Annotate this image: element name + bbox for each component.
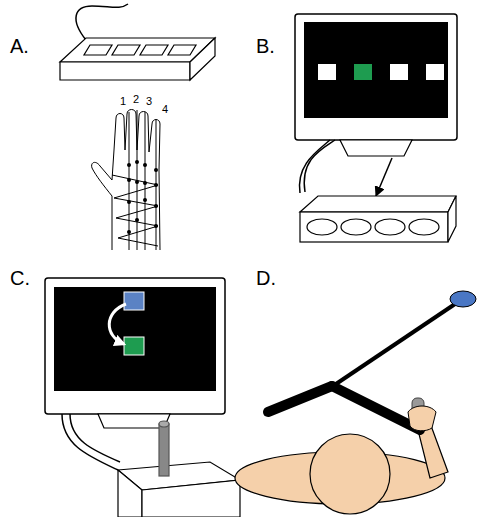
monitor-c bbox=[45, 278, 225, 470]
target-square bbox=[426, 64, 444, 80]
monitor-stand bbox=[340, 140, 412, 156]
target-square bbox=[390, 64, 408, 80]
keypad-side bbox=[190, 38, 215, 80]
key bbox=[409, 219, 439, 235]
joystick-stick bbox=[159, 424, 169, 476]
hand-outline bbox=[92, 110, 160, 251]
panel-label: B. bbox=[256, 36, 275, 56]
key bbox=[307, 219, 337, 235]
target-square bbox=[318, 64, 336, 80]
keypad-front bbox=[300, 212, 448, 242]
movement-arrow bbox=[109, 304, 126, 344]
monitor-frame bbox=[295, 14, 457, 140]
keypad-b bbox=[300, 196, 456, 242]
monitor-frame bbox=[45, 278, 225, 414]
key bbox=[375, 219, 405, 235]
head bbox=[310, 434, 390, 514]
start-square-blue bbox=[124, 292, 144, 310]
keypad-front bbox=[60, 62, 190, 80]
keypad-side bbox=[448, 196, 456, 242]
cable bbox=[76, 6, 92, 40]
screen bbox=[304, 22, 448, 118]
monitor-b bbox=[295, 14, 457, 196]
joystick-base-front bbox=[142, 480, 240, 517]
callout-number: 2 bbox=[133, 94, 139, 105]
cable bbox=[70, 414, 120, 462]
manipulandum-scene bbox=[235, 291, 476, 514]
cable bbox=[92, 4, 128, 7]
cable bbox=[62, 414, 118, 470]
panel-label: D. bbox=[256, 268, 276, 288]
panel-label: A. bbox=[10, 36, 29, 56]
target-blue bbox=[450, 291, 476, 307]
joystick-top bbox=[159, 421, 169, 427]
key bbox=[84, 45, 112, 55]
key bbox=[168, 45, 196, 55]
robot-link bbox=[332, 386, 420, 430]
cable bbox=[299, 140, 330, 193]
screen bbox=[54, 287, 216, 391]
joystick-base-side bbox=[118, 470, 142, 517]
target-square-green bbox=[124, 337, 144, 355]
keypad-a bbox=[60, 4, 215, 80]
keypad-top bbox=[60, 38, 215, 62]
robot-link bbox=[330, 302, 458, 388]
callout-number: 1 bbox=[120, 96, 126, 107]
keypad-top bbox=[300, 196, 456, 212]
electrode-dots bbox=[127, 160, 158, 234]
key bbox=[140, 45, 168, 55]
target-square-green bbox=[354, 64, 372, 80]
hand bbox=[92, 110, 160, 251]
panel-label: C. bbox=[10, 268, 30, 288]
key bbox=[341, 219, 371, 235]
key bbox=[112, 45, 140, 55]
arrow bbox=[376, 158, 392, 196]
callout-number: 3 bbox=[146, 96, 152, 107]
cable bbox=[304, 140, 335, 192]
wrap-wire bbox=[112, 175, 158, 246]
robot-link bbox=[268, 386, 332, 412]
hand bbox=[408, 406, 436, 431]
joystick bbox=[118, 421, 240, 517]
callout-number: 4 bbox=[162, 104, 168, 115]
